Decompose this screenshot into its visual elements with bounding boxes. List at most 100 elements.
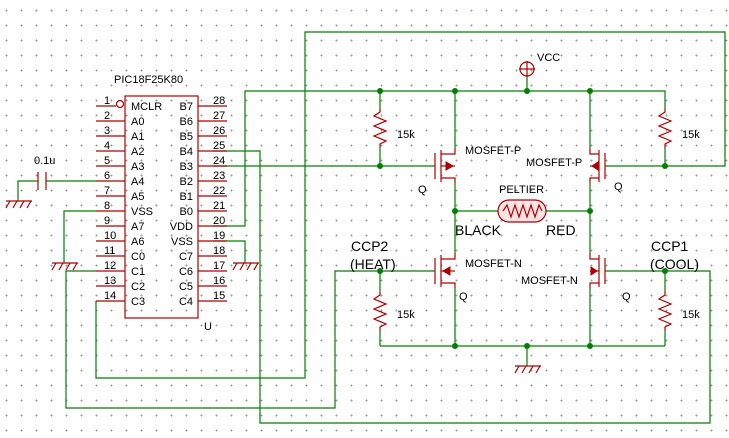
chip-pin-label: MCLR: [131, 101, 162, 113]
chip-pin-label: A4: [131, 176, 144, 188]
chip-pin-label: C4: [179, 296, 193, 308]
chip-pin-number: 16: [213, 275, 225, 287]
junction-dot: [452, 208, 458, 214]
mosfet-p-top-right: MOSFET-P Q: [526, 148, 623, 193]
chip-pin-number: 18: [213, 245, 225, 257]
ground-bridge: [514, 365, 541, 374]
peltier-element: PELTIER BLACK RED: [455, 184, 576, 238]
resistor-tr-label: 15k: [682, 129, 700, 141]
ground-hatch: [246, 262, 252, 271]
chip-pin-number: 21: [213, 200, 225, 212]
chip-pin-number: 9: [104, 215, 110, 227]
capacitor-label: 0.1u: [34, 155, 55, 167]
chip-pin-label: B7: [180, 101, 193, 113]
mosfet-source-lead: [589, 177, 599, 183]
chip-right-pins: 28B727B626B525B424B323B222B121B020VDD19V…: [170, 95, 227, 308]
ground-hatch: [26, 200, 32, 209]
ground-hatch: [5, 200, 11, 209]
wire-c1-loop: [65, 270, 435, 409]
mosfet-source-lead: [589, 282, 599, 288]
ground-hatch: [58, 262, 64, 271]
chip-pin-label: C1: [131, 266, 145, 278]
chip-pin-number: 10: [104, 230, 116, 242]
chip-pin-number: 19: [213, 230, 225, 242]
wires: [17, 31, 726, 424]
junction-dot: [587, 208, 593, 214]
chip-pin-label: A5: [131, 191, 144, 203]
chip-pin-label: VSS: [131, 206, 153, 218]
junction-dot: [587, 343, 593, 349]
ground-vss-left: [51, 262, 78, 271]
resistor-top-right: 15k: [657, 108, 700, 148]
wire-cap-gnd: [17, 180, 38, 201]
ground-hatch: [535, 365, 541, 374]
mosfet-tr-ref: Q: [614, 181, 623, 193]
resistor-bottom-left: 15k: [372, 291, 415, 331]
ccp1-label: CCP1: [651, 238, 689, 254]
chip-pin-label: C7: [179, 251, 193, 263]
chip-pin-number: 26: [213, 125, 225, 137]
chip-pin-number: 27: [213, 110, 225, 122]
chip-body: [124, 95, 199, 319]
chip-pin-number: 6: [104, 170, 110, 182]
chip-pin-number: 2: [104, 110, 110, 122]
chip-pin-number: 12: [104, 260, 116, 272]
ground-hatch: [19, 200, 25, 209]
ground-hatch: [528, 365, 534, 374]
junction-dot: [452, 88, 458, 94]
mosfet-drain-lead: [441, 148, 456, 155]
chip-pin-number: 13: [104, 275, 116, 287]
chip-pin-label: A3: [131, 161, 144, 173]
mosfet-source-lead: [441, 177, 456, 183]
mosfet-br-label: MOSFET-N: [521, 275, 578, 287]
resistor-zigzag-icon: [372, 291, 388, 331]
peltier-red-label: RED: [546, 222, 576, 238]
chip-pin-number: 3: [104, 125, 110, 137]
peltier-label: PELTIER: [499, 184, 544, 196]
ground-hatch: [65, 262, 71, 271]
ground-hatch: [521, 365, 527, 374]
ground-capacitor: [5, 200, 32, 209]
junction-dot: [524, 88, 530, 94]
ground-hatch: [514, 365, 520, 374]
peltier-coil-icon: [502, 203, 543, 219]
junction-dot: [524, 343, 530, 349]
ground-hatch: [239, 262, 245, 271]
chip-pin-number: 28: [213, 95, 225, 107]
mosfet-bl-label: MOSFET-N: [465, 258, 522, 270]
wire-vss8: [63, 210, 96, 263]
mosfet-tr-label: MOSFET-P: [526, 157, 582, 169]
chip-pin-label: B4: [180, 146, 193, 158]
capacitor-0-1u: 0.1u: [34, 155, 55, 190]
chip-pin-label: VDD: [170, 221, 193, 233]
junction-dot: [662, 268, 668, 274]
chip-pin-label: C5: [179, 281, 193, 293]
resistor-br-label: 15k: [682, 309, 700, 321]
chip-pin-label: VSS: [171, 236, 193, 248]
peltier-body: [497, 199, 547, 223]
chip-pin-label: C2: [131, 281, 145, 293]
mclr-bubble-icon: [115, 99, 125, 109]
mosfet-drain-lead: [441, 253, 456, 260]
mosfet-tl-label: MOSFET-P: [465, 145, 521, 157]
ground-hatch: [12, 200, 18, 209]
ground-hatch: [253, 262, 259, 271]
wire-vdd: [213, 90, 590, 227]
peltier-black-label: BLACK: [455, 222, 502, 238]
mosfet-n-bottom-right: MOSFET-N Q: [521, 253, 631, 303]
chip-name: PIC18F25K80: [114, 74, 183, 86]
mosfet-drain-lead: [589, 253, 599, 260]
chip-pin-number: 7: [104, 185, 110, 197]
chip-pin-label: A6: [131, 236, 144, 248]
mosfet-tl-ref: Q: [418, 184, 427, 196]
mosfet-arrow-icon: [590, 266, 598, 276]
mosfet-arrow-icon: [591, 161, 599, 171]
mosfet-br-ref: Q: [622, 291, 631, 303]
chip-pin-label: A7: [131, 221, 144, 233]
chip-pin-number: 11: [104, 245, 115, 257]
chip-pin-number: 1: [104, 95, 110, 107]
chip-pin-label: C0: [131, 251, 145, 263]
chip-pin-number: 5: [104, 155, 110, 167]
mosfet-n-bottom-left: MOSFET-N Q: [434, 253, 522, 303]
